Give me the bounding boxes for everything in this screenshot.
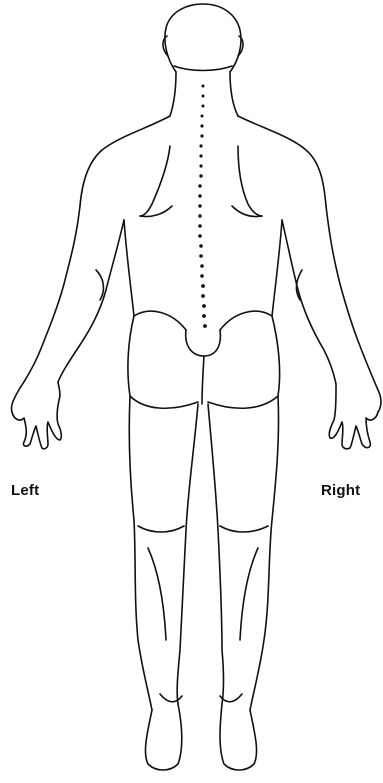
right-side-label: Right — [321, 482, 360, 499]
right-arm-outer — [326, 206, 381, 412]
neck-right — [230, 72, 238, 116]
right-hand — [329, 384, 378, 449]
hairline — [174, 66, 232, 71]
right-arm-inner — [282, 220, 336, 384]
right-leg-outer — [250, 396, 279, 710]
gluteal-cleft — [202, 356, 204, 404]
left-arm-outer — [11, 206, 80, 412]
neck-left — [170, 72, 176, 116]
spine-dots — [198, 85, 207, 328]
left-hand — [12, 382, 61, 449]
right-calf — [240, 548, 258, 640]
right-knee — [220, 526, 268, 532]
sacrum — [186, 330, 221, 356]
left-leg-inner — [177, 404, 198, 704]
head — [165, 4, 241, 72]
right-leg-inner — [208, 404, 224, 704]
left-foot — [145, 704, 181, 770]
left-side-label: Left — [11, 482, 39, 499]
left-heel — [160, 694, 182, 702]
left-leg-outer — [129, 396, 152, 710]
right-torso-side — [272, 220, 282, 316]
left-torso-side — [124, 220, 134, 316]
waist-line — [134, 311, 272, 330]
left-knee — [138, 526, 184, 532]
right-shoulder — [238, 116, 326, 206]
right-foot — [220, 704, 257, 770]
right-buttock — [208, 316, 280, 408]
left-scapula — [140, 146, 170, 216]
right-scapula — [238, 146, 262, 216]
left-buttock — [128, 316, 198, 408]
left-calf — [148, 548, 166, 640]
left-elbow — [96, 270, 103, 300]
left-arm-inner — [58, 220, 124, 382]
